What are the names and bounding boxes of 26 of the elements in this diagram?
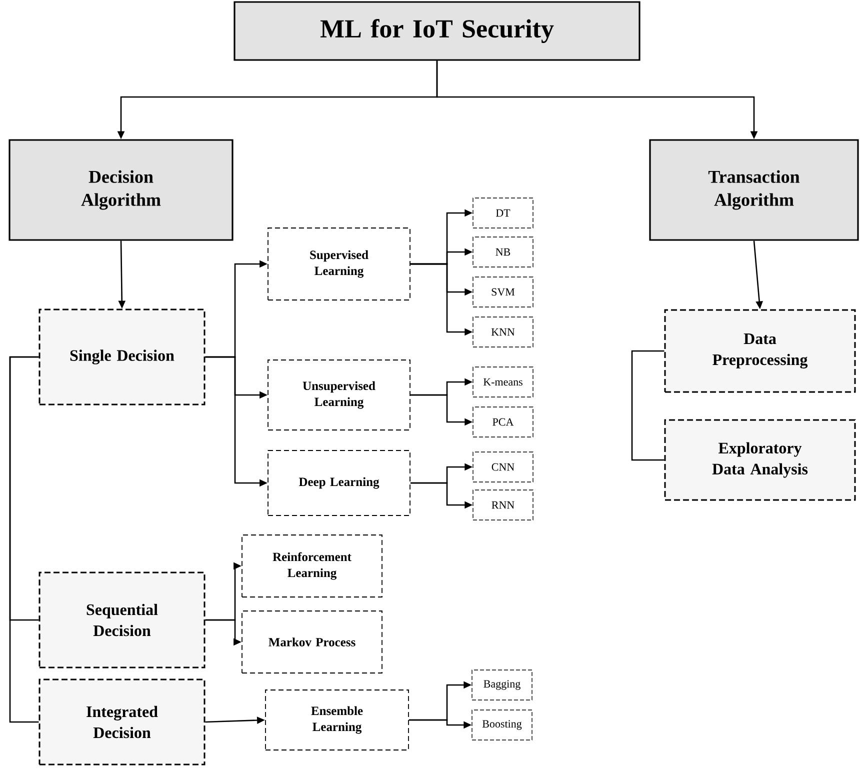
technique-box: Reinforcement Learning [242, 534, 382, 598]
method-box: Single Decision [38, 308, 206, 406]
connector [9, 356, 39, 723]
algorithm-box: CNN [472, 452, 534, 482]
title-box: ML for IoT Security [234, 1, 640, 61]
algorithm-box: Boosting [472, 710, 532, 740]
category-box: Transaction Algorithm [649, 139, 859, 241]
method-box: Data Preprocessing [664, 309, 856, 393]
technique-box: Markov Process [242, 610, 382, 674]
method-box: Integrated Decision [38, 678, 206, 766]
technique-box: Supervised Learning [268, 228, 410, 300]
algorithm-box: Bagging [472, 670, 532, 700]
algorithm-box: K-means [472, 366, 534, 398]
algorithm-box: KNN [472, 316, 534, 348]
algorithm-box: NB [472, 236, 534, 268]
algorithm-box: SVM [472, 276, 534, 308]
method-box: Sequential Decision [38, 572, 206, 668]
method-box: Exploratory Data Analysis [664, 419, 856, 501]
technique-box: Deep Learning [268, 450, 410, 516]
category-box: Decision Algorithm [8, 139, 234, 241]
connector [631, 350, 664, 461]
algorithm-box: PCA [472, 406, 534, 438]
algorithm-box: DT [472, 198, 534, 228]
technique-box: Ensemble Learning [265, 690, 409, 750]
technique-box: Unsupervised Learning [268, 360, 410, 430]
algorithm-box: RNN [472, 490, 534, 520]
